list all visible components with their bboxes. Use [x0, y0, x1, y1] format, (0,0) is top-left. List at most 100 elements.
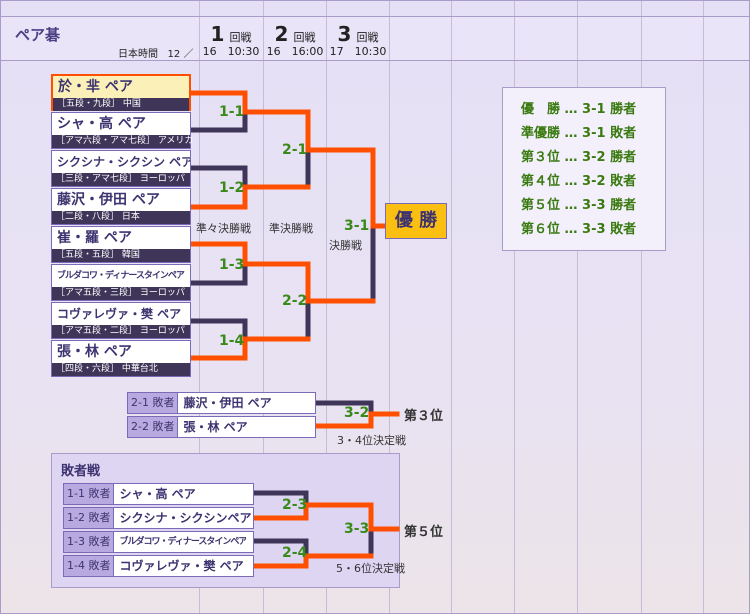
round-number: 3 [337, 22, 352, 46]
round-time: 16 10:30 [202, 45, 260, 58]
losers-entry[interactable]: 1-3 敗者ブルダコワ・ディナースタインペア [63, 531, 254, 553]
match-label: 3-1 [344, 218, 370, 234]
player-box[interactable]: シクシナ・シクシン ペア ［三段・アマ七段］ ヨーロッパ [51, 150, 191, 187]
round-label: 回戦 [356, 31, 379, 44]
player-box[interactable]: 於・芈 ペア ［五段・九段］ 中国 [51, 74, 191, 111]
page-title: ペア碁 [15, 26, 61, 44]
pair-info: ［アマ五段・三段］ ヨーロッパ [52, 287, 190, 300]
line-lose [251, 490, 309, 508]
pair-name: 於・芈 ペア [58, 79, 133, 95]
legend-item: 第６位 … 3-3 敗者 [521, 222, 637, 237]
player-box[interactable]: 張・林 ペア ［四段・六段］ 中華台北 [51, 340, 191, 377]
third-place-label: 第３位 [404, 409, 444, 424]
stage-label-third: 3・4位決定戦 [337, 434, 406, 447]
match-label: 2-2 [282, 293, 308, 309]
pair-name: 張・林 ペア [57, 344, 132, 360]
player-box[interactable]: シャ・高 ペア ［アマ六段・アマ七段］ アメリカ [51, 112, 193, 149]
loser-tag: 1-3 敗者 [64, 532, 115, 552]
jst-label: 日本時間 [118, 49, 158, 60]
pair-info: ［アマ六段・アマ七段］ アメリカ [52, 135, 193, 148]
match-label: 2-1 [282, 142, 308, 158]
round-time: 17 10:30 [329, 45, 387, 58]
round-number: 1 [210, 22, 225, 46]
stage-label-semifinal: 準決勝戦 [269, 222, 313, 235]
player-box[interactable]: ブルダコワ・ディナースタインペア ［アマ五段・三段］ ヨーロッパ [51, 264, 191, 301]
round-time: 16 16:00 [266, 45, 324, 58]
line-lose [313, 400, 374, 417]
stage-label-fifth: 5・6位決定戦 [336, 562, 405, 575]
loser-tag: 1-4 敗者 [64, 556, 115, 576]
month-label: 12 ／ [167, 49, 194, 60]
round-label: 回戦 [293, 31, 316, 44]
match-label: 3-3 [344, 521, 370, 537]
pair-info: ［五段・五段］ 韓国 [52, 249, 190, 262]
losers-entry[interactable]: 1-2 敗者シクシナ・シクシンペア [63, 507, 254, 529]
pair-name: ブルダコワ・ディナースタインペア [57, 271, 185, 281]
champion-badge: 優 勝 [385, 203, 447, 239]
third-place-entry[interactable]: 2-2 敗者張・林 ペア [127, 416, 316, 438]
match-label: 1-3 [219, 257, 245, 273]
legend-item: 優 勝 … 3-1 勝者 [521, 102, 637, 117]
pair-name: シクシナ・シクシン ペア [57, 155, 190, 169]
round-label: 回戦 [229, 31, 252, 44]
legend-item: 第４位 … 3-2 敗者 [521, 174, 637, 189]
losers-bracket-title: 敗者戦 [61, 464, 101, 479]
timezone-label: 日本時間 12 ／ [118, 45, 193, 60]
match-label: 2-3 [282, 497, 308, 513]
third-place-entry[interactable]: 2-1 敗者藤沢・伊田 ペア [127, 392, 316, 414]
stage-label-quarterfinal: 準々決勝戦 [196, 222, 251, 235]
line-lose [188, 318, 248, 342]
round-number: 2 [274, 22, 289, 46]
line-win [188, 241, 376, 304]
loser-tag: 1-1 敗者 [64, 484, 115, 504]
match-label: 1-1 [219, 104, 245, 120]
pair-info: ［五段・九段］ 中国 [53, 98, 189, 111]
match-label: 1-4 [219, 333, 245, 349]
match-label: 3-2 [344, 405, 370, 421]
legend-item: 準優勝 … 3-1 敗者 [521, 126, 637, 141]
pair-name: シクシナ・シクシンペア [119, 511, 252, 525]
player-box[interactable]: 藤沢・伊田 ペア ［二段・八段］ 日本 [51, 188, 191, 225]
legend-item: 第３位 … 3-2 勝者 [521, 150, 637, 165]
loser-tag: 1-2 敗者 [64, 508, 115, 528]
placement-legend: 優 勝 … 3-1 勝者 準優勝 … 3-1 敗者 第３位 … 3-2 勝者 第… [502, 87, 666, 251]
pair-name: コヴァレヴァ・樊 ペア [119, 559, 244, 573]
player-box[interactable]: 崔・羅 ペア ［五段・五段］ 韓国 [51, 226, 191, 263]
line-win [188, 184, 311, 210]
losers-entry[interactable]: 1-1 敗者シャ・高 ペア [63, 483, 254, 505]
pair-name: コヴァレヴァ・樊 ペア [57, 307, 182, 321]
losers-entry[interactable]: 1-4 敗者コヴァレヴァ・樊 ペア [63, 555, 254, 577]
line-lose [188, 109, 248, 133]
player-box[interactable]: コヴァレヴァ・樊 ペア ［アマ五段・二段］ ヨーロッパ [51, 302, 191, 339]
line-lose [188, 261, 248, 286]
line-win [188, 90, 388, 229]
pair-name: シャ・高 ペア [119, 487, 196, 501]
loser-tag: 2-1 敗者 [128, 393, 179, 413]
pair-info: ［アマ五段・二段］ ヨーロッパ [52, 325, 190, 338]
line-win [251, 553, 374, 569]
line-lose [251, 538, 309, 559]
loser-tag: 2-2 敗者 [128, 417, 179, 437]
pair-info: ［三段・アマ七段］ ヨーロッパ [52, 173, 190, 186]
pair-name: シャ・高 ペア [57, 116, 146, 132]
fifth-place-label: 第５位 [404, 525, 444, 540]
match-label: 2-4 [282, 545, 308, 561]
legend-item: 第５位 … 3-3 勝者 [521, 198, 637, 213]
pair-info: ［四段・六段］ 中華台北 [52, 363, 190, 376]
pair-name: ブルダコワ・ディナースタインペア [119, 537, 247, 547]
stage-label-final: 決勝戦 [329, 239, 362, 252]
line-lose [188, 165, 248, 190]
pair-name: 藤沢・伊田 ペア [183, 396, 272, 410]
pair-name: 藤沢・伊田 ペア [57, 192, 160, 208]
line-win [251, 502, 400, 532]
match-label: 1-2 [219, 180, 245, 196]
pair-name: 張・林 ペア [183, 420, 248, 434]
header-bar [1, 16, 749, 60]
pair-info: ［二段・八段］ 日本 [52, 211, 190, 224]
pair-name: 崔・羅 ペア [57, 230, 132, 246]
